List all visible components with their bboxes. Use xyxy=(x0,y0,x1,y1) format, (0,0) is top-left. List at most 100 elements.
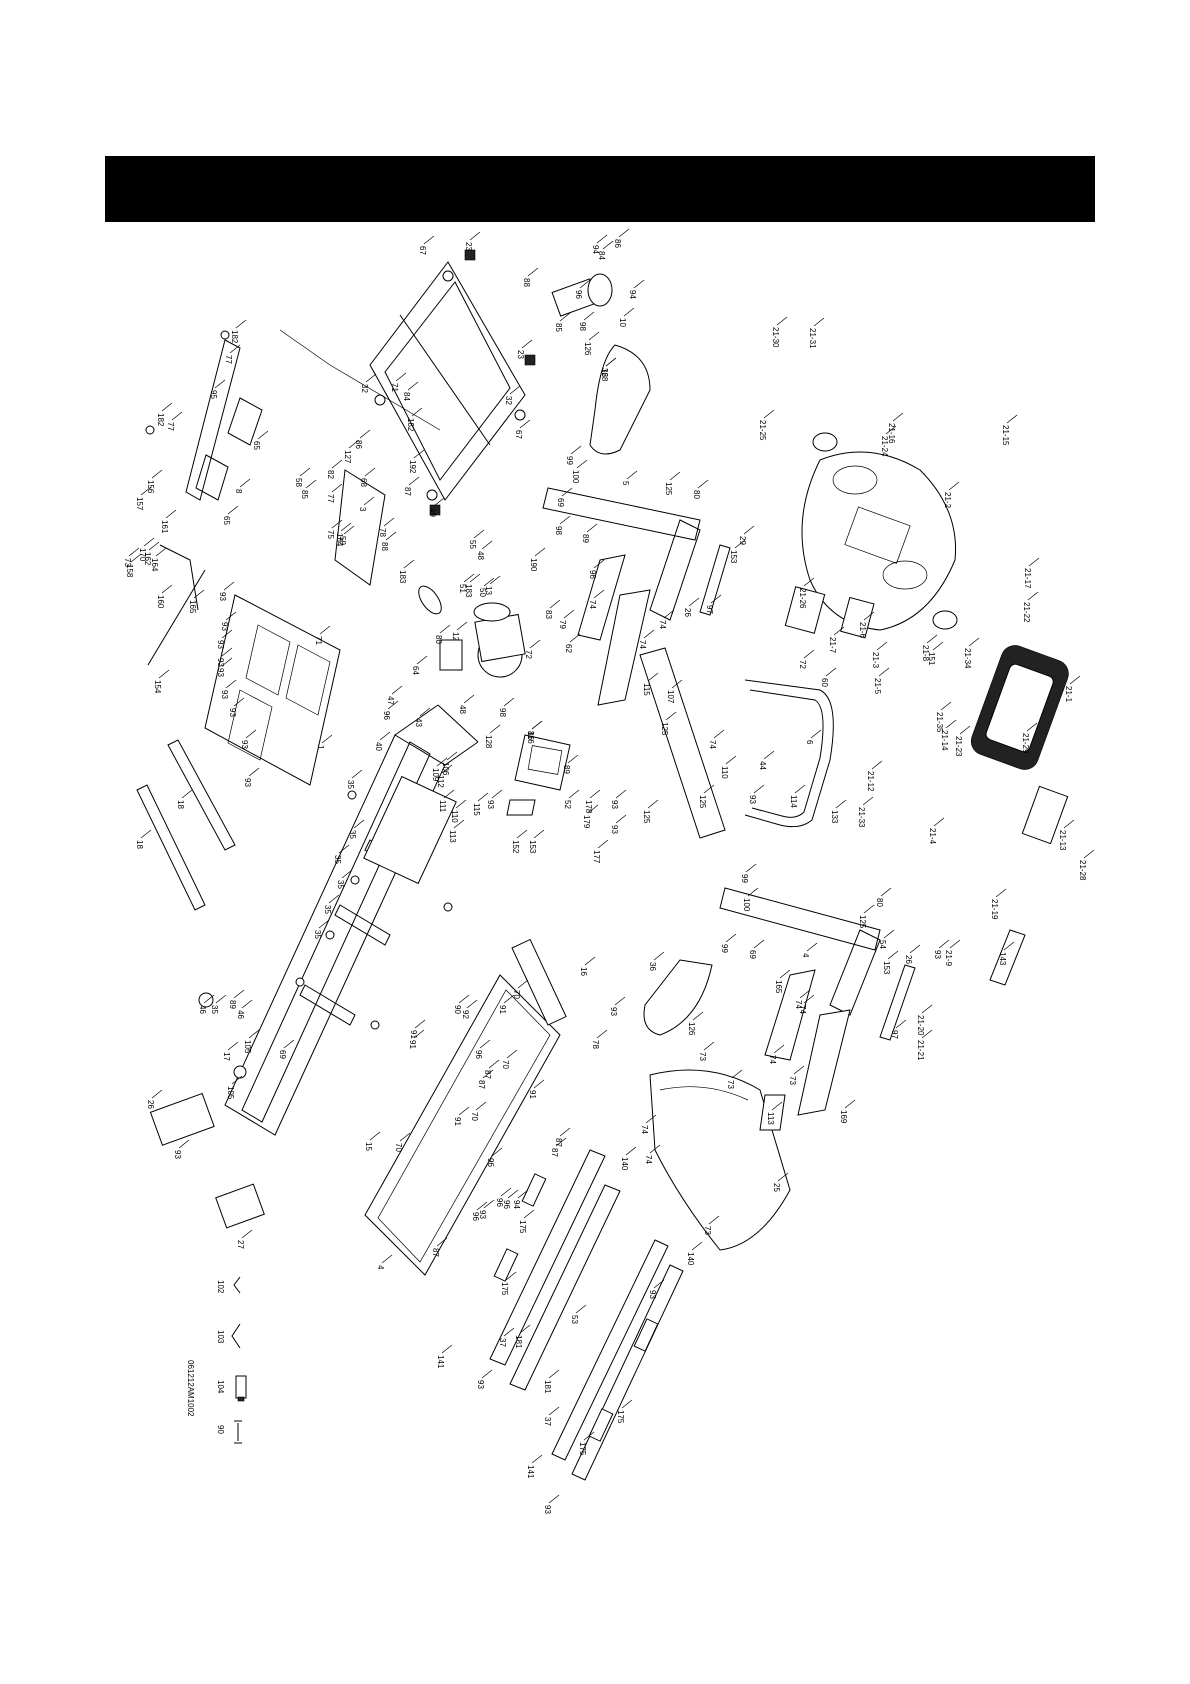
leader-line xyxy=(621,1399,633,1409)
leader-line xyxy=(411,407,423,417)
part-callout-upright_left: 99 xyxy=(565,456,574,465)
part-callout-upright_right: 99 xyxy=(740,874,749,883)
leader-line xyxy=(703,1041,715,1051)
part-callout-upright_right: 74 xyxy=(798,1005,807,1014)
leader-line xyxy=(626,470,638,480)
leader-line xyxy=(1003,941,1015,951)
part-callout-motor: 72 xyxy=(524,650,533,659)
leader-line xyxy=(713,729,725,739)
part-callout-upright_right: 97 xyxy=(890,1030,899,1039)
part-callout-base_cover: 93 xyxy=(218,592,227,601)
part-callout-upright_left: 29 xyxy=(738,536,747,545)
leader-line xyxy=(433,497,445,507)
part-callout-top_assembly: 36 xyxy=(600,368,609,377)
leader-line xyxy=(331,519,343,529)
part-callout-incline_frame: 184 xyxy=(335,533,344,547)
part-callout-console: 21-31 xyxy=(808,328,817,349)
leader-line xyxy=(653,951,665,961)
hardware-key-number: 102 xyxy=(216,1280,225,1294)
leader-line xyxy=(419,707,431,717)
leader-line xyxy=(555,1137,567,1147)
leader-line xyxy=(633,279,645,289)
leader-line xyxy=(225,611,237,621)
part-callout-console: 21-2 xyxy=(943,492,952,509)
leader-line xyxy=(579,279,591,289)
part-callout-motor: 50 xyxy=(478,588,487,597)
part-callout-controller: 178 xyxy=(584,800,593,814)
part-callout-frame: 1 xyxy=(316,745,325,750)
part-callout-frame: 35 xyxy=(348,830,357,839)
part-callout-motor: 47 xyxy=(386,696,395,705)
part-callout-side_rails: 93 xyxy=(476,1380,485,1389)
leader-line xyxy=(825,667,837,677)
part-callout-rear_rail: 160 xyxy=(156,595,165,609)
leader-line xyxy=(932,641,944,651)
leader-line xyxy=(477,792,489,802)
part-callout-motor: 83 xyxy=(544,610,553,619)
leader-line xyxy=(517,979,529,989)
part-callout-upright_left: 89 xyxy=(581,534,590,543)
leader-line xyxy=(229,344,241,354)
part-callout-deck: 4 xyxy=(376,1265,385,1270)
part-callout-incline_frame: 67 xyxy=(514,430,523,439)
leader-line xyxy=(215,994,227,1004)
part-callout-upright_right: 99 xyxy=(720,944,729,953)
part-callout-deck: 70 xyxy=(470,1112,479,1121)
leader-line xyxy=(548,1494,560,1504)
part-callout-controller: 153 xyxy=(528,840,537,854)
leader-line xyxy=(871,760,883,770)
leader-line xyxy=(503,697,515,707)
leader-line xyxy=(319,625,331,635)
leader-line xyxy=(416,655,428,665)
part-callout-upright_left: 98 xyxy=(554,526,563,535)
leader-line xyxy=(921,1004,933,1014)
part-callout-feet: 18 xyxy=(135,840,144,849)
leader-line xyxy=(476,1201,488,1211)
leader-line xyxy=(140,829,152,839)
leader-line xyxy=(395,372,407,382)
leader-line xyxy=(193,589,205,599)
leader-line xyxy=(803,649,815,659)
part-callout-handrail: 125 xyxy=(698,795,707,809)
part-callout-deck: 96 xyxy=(486,1158,495,1167)
part-callout-side_rails: 141 xyxy=(526,1465,535,1479)
leader-line xyxy=(647,672,659,682)
part-callout-frame: 40 xyxy=(374,742,383,751)
part-callout-base_cover: 93 xyxy=(216,658,225,667)
leader-line xyxy=(353,819,365,829)
leader-line xyxy=(531,720,543,730)
part-callout-upright_left: 74 xyxy=(588,600,597,609)
leader-line xyxy=(1028,557,1040,567)
feet-rails xyxy=(136,739,236,911)
part-callout-top_assembly: 96 xyxy=(574,290,583,299)
part-callout-incline_frame: 23 xyxy=(516,350,525,359)
part-callout-rear_rail: 182 xyxy=(156,413,165,427)
leader-line xyxy=(710,594,722,604)
part-callout-side_rails: 93 xyxy=(543,1505,552,1514)
part-callout-handrail: 107 xyxy=(666,690,675,704)
leader-line xyxy=(892,412,904,422)
part-callout-upright_right: 169 xyxy=(839,1110,848,1124)
leader-line xyxy=(363,496,375,506)
part-callout-controller: 106 xyxy=(441,762,450,776)
leader-line xyxy=(618,228,630,238)
leader-line xyxy=(588,331,600,341)
part-callout-rear_rail: 157 xyxy=(135,497,144,511)
part-callout-console: 21-7 xyxy=(828,637,837,654)
part-callout-hood: 16 xyxy=(579,967,588,976)
leader-line xyxy=(231,1075,243,1085)
leader-line xyxy=(863,611,875,621)
leader-line xyxy=(318,919,330,929)
leader-line xyxy=(589,789,601,799)
leader-line xyxy=(491,789,503,799)
leader-line xyxy=(596,1029,608,1039)
leader-line xyxy=(348,439,360,449)
leader-line xyxy=(379,731,391,741)
part-callout-deck: 91 xyxy=(409,1030,418,1039)
leader-line xyxy=(665,711,677,721)
leader-line xyxy=(596,234,608,244)
leader-line xyxy=(1063,819,1075,829)
side-rails xyxy=(489,1149,684,1481)
part-callout-controller: 112 xyxy=(436,775,445,788)
part-callout-controller: 152 xyxy=(511,840,520,854)
